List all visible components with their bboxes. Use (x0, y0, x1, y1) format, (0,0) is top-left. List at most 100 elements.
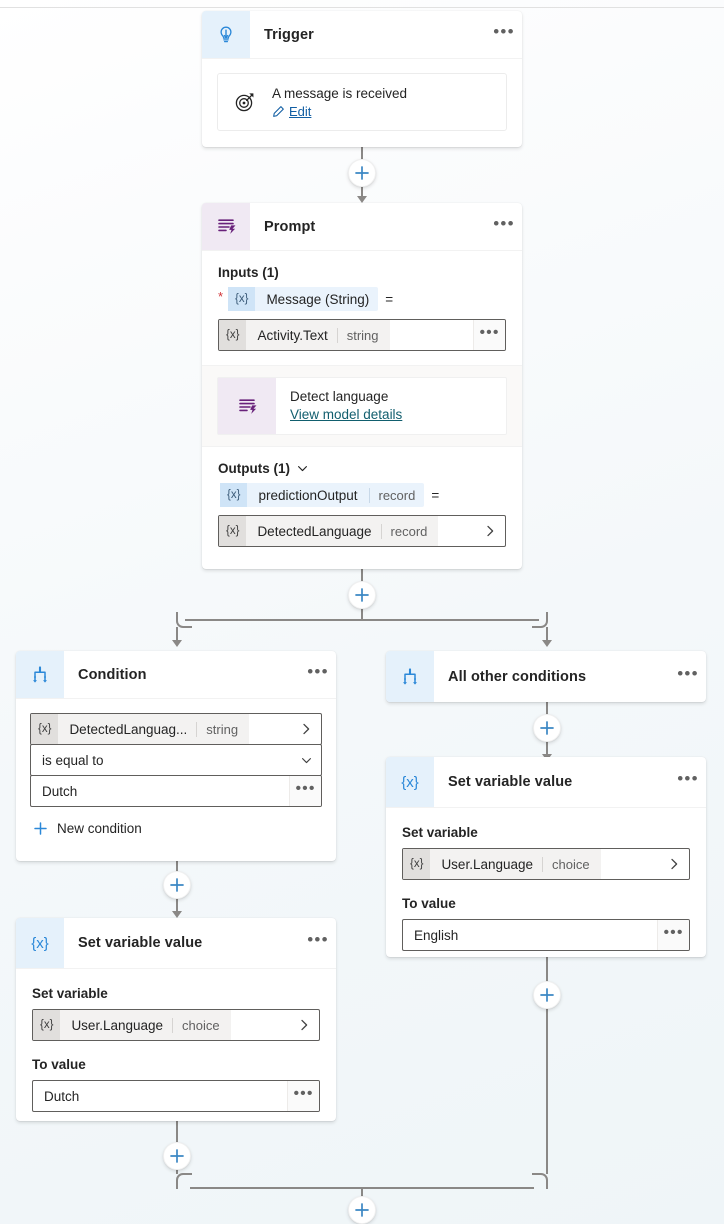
trigger-header: Trigger ••• (202, 11, 522, 59)
prompt-output-value-name: DetectedLanguage (257, 523, 372, 539)
chevron-down-glyph (301, 757, 311, 763)
add-step-after-condition[interactable] (163, 871, 191, 899)
prompt-output-param-type: record (368, 487, 425, 503)
prompt-output-param-row: {x} predictionOutput record = (220, 483, 506, 507)
arrow-into-all-other-conditions (542, 640, 552, 647)
prompt-input-value-field[interactable]: {x} Activity.Text string ••• (218, 319, 506, 351)
trigger-node[interactable]: Trigger ••• A message is received Edit (202, 11, 522, 147)
prompt-node[interactable]: Prompt ••• Inputs (1) * {x} Message (Str… (202, 203, 522, 569)
trigger-edit-link[interactable]: Edit (272, 104, 311, 119)
chevron-right-icon (671, 858, 678, 870)
condition-operand-field[interactable]: {x} DetectedLanguag... string (30, 713, 322, 745)
chevron-right-icon (303, 723, 310, 735)
add-step-after-merge[interactable] (348, 1196, 376, 1224)
required-marker: * (218, 288, 224, 304)
condition-value-field[interactable]: Dutch ••• (30, 775, 322, 807)
set-variable-english-overflow-menu[interactable]: ••• (677, 769, 699, 788)
set-variable-english-header: {x} Set variable value ••• (386, 757, 706, 808)
condition-body: {x} DetectedLanguag... string is equal t… (16, 699, 336, 850)
condition-operand-open-button[interactable] (291, 714, 321, 744)
prompt-input-value-name: Activity.Text (257, 327, 328, 343)
set-variable-english-variable-open-button[interactable] (659, 849, 689, 879)
trigger-event-card[interactable]: A message is received Edit (217, 73, 507, 131)
set-variable-dutch-to-value-more-button[interactable]: ••• (287, 1081, 319, 1111)
condition-operand-token[interactable]: {x} DetectedLanguag... string (31, 714, 250, 744)
prompt-output-param-pill[interactable]: {x} predictionOutput record (220, 483, 425, 507)
variable-xbox-icon: {x} (219, 516, 247, 546)
prompt-input-param-row: * {x} Message (String) = (218, 287, 506, 311)
prompt-lines-bolt-icon (202, 203, 250, 250)
connector-plus-to-prompt (361, 187, 363, 199)
set-variable-dutch-variable-token[interactable]: {x} User.Language choice (33, 1010, 231, 1040)
prompt-inputs-label: Inputs (1) (218, 265, 279, 280)
set-variable-dutch-variable-type: choice (172, 1017, 231, 1033)
branch-condition-glyph (403, 667, 417, 685)
plus-icon (34, 822, 47, 835)
all-other-conditions-overflow-menu[interactable]: ••• (677, 663, 699, 683)
set-variable-dutch-variable-open-button[interactable] (289, 1010, 319, 1040)
prompt-overflow-menu[interactable]: ••• (493, 213, 515, 233)
plus-icon (355, 1203, 369, 1217)
trigger-bolt-glyph (220, 26, 232, 42)
chevron-down-icon[interactable] (291, 754, 321, 767)
set-variable-english-variable-field[interactable]: {x} User.Language choice (402, 848, 690, 880)
branch-condition-glyph (33, 665, 47, 683)
prompt-output-open-button[interactable] (475, 516, 505, 546)
prompt-model-name: Detect language (290, 389, 389, 404)
prompt-input-param-pill[interactable]: {x} Message (String) (228, 287, 379, 311)
condition-value-more-button[interactable]: ••• (289, 776, 321, 806)
chevron-right-icon (301, 1019, 308, 1031)
set-variable-english-node[interactable]: {x} Set variable value ••• Set variable … (386, 757, 706, 957)
set-variable-english-variable-name: User.Language (441, 856, 534, 872)
prompt-model-card[interactable]: Detect language View model details (217, 377, 507, 435)
set-variable-english-to-value-field[interactable]: English ••• (402, 919, 690, 951)
connector-split-right-down (546, 627, 548, 642)
prompt-outputs-label-row[interactable]: Outputs (1) (218, 461, 506, 476)
condition-operator-select[interactable]: is equal to (30, 744, 322, 776)
plus-icon (170, 878, 184, 892)
prompt-outputs-section: Outputs (1) {x} predictionOutput record … (202, 447, 522, 563)
add-step-after-set-var-dutch[interactable] (163, 1142, 191, 1170)
set-variable-english-to-value-label: To value (402, 896, 456, 911)
plus-icon (540, 721, 554, 735)
arrow-into-condition (172, 640, 182, 647)
condition-overflow-menu[interactable]: ••• (307, 661, 329, 681)
add-step-after-all-other-conditions[interactable] (533, 714, 561, 742)
connector-setvar-en-down (546, 957, 548, 1174)
prompt-input-more-button[interactable]: ••• (473, 320, 505, 350)
prompt-header: Prompt ••• (202, 203, 522, 251)
set-variable-english-variable-token[interactable]: {x} User.Language choice (403, 849, 601, 879)
set-variable-dutch-overflow-menu[interactable]: ••• (307, 930, 329, 949)
add-step-after-prompt[interactable] (348, 581, 376, 609)
plus-icon (355, 588, 369, 602)
set-variable-english-to-value: English (414, 927, 459, 943)
prompt-outputs-label: Outputs (1) (218, 461, 290, 476)
add-step-after-set-var-english[interactable] (533, 981, 561, 1009)
new-condition-button[interactable]: New condition (30, 821, 322, 836)
prompt-lines-bolt-glyph (217, 219, 235, 234)
connector-merge-to-plus (361, 1187, 363, 1198)
prompt-output-value-field[interactable]: {x} DetectedLanguage record (218, 515, 506, 547)
set-variable-dutch-node[interactable]: {x} Set variable value ••• Set variable … (16, 918, 336, 1121)
trigger-title: Trigger (264, 26, 314, 43)
trigger-overflow-menu[interactable]: ••• (493, 21, 515, 41)
set-variable-dutch-to-value-field[interactable]: Dutch ••• (32, 1080, 320, 1112)
split-corner-right (532, 612, 548, 628)
merge-corner-right (532, 1173, 548, 1189)
set-variable-english-to-value-more-button[interactable]: ••• (657, 920, 689, 950)
target-cursor-icon (218, 74, 272, 130)
add-step-after-trigger[interactable] (348, 159, 376, 187)
prompt-input-value-token[interactable]: {x} Activity.Text string (219, 320, 390, 350)
prompt-output-equals: = (431, 487, 440, 503)
merge-corner-left (176, 1173, 192, 1189)
connector-plus-to-setvar-nl (176, 898, 178, 914)
prompt-output-value-token[interactable]: {x} DetectedLanguage record (219, 516, 439, 546)
view-model-details-link[interactable]: View model details (290, 407, 403, 422)
set-variable-dutch-body: Set variable {x} User.Language choice To… (16, 969, 336, 1121)
variable-xbox-glyph: {x} (401, 773, 419, 791)
window-top-rule (0, 7, 724, 8)
condition-node[interactable]: Condition ••• {x} DetectedLanguag... str… (16, 651, 336, 861)
all-other-conditions-node[interactable]: All other conditions ••• (386, 651, 706, 702)
set-variable-dutch-variable-field[interactable]: {x} User.Language choice (32, 1009, 320, 1041)
condition-header: Condition ••• (16, 651, 336, 699)
